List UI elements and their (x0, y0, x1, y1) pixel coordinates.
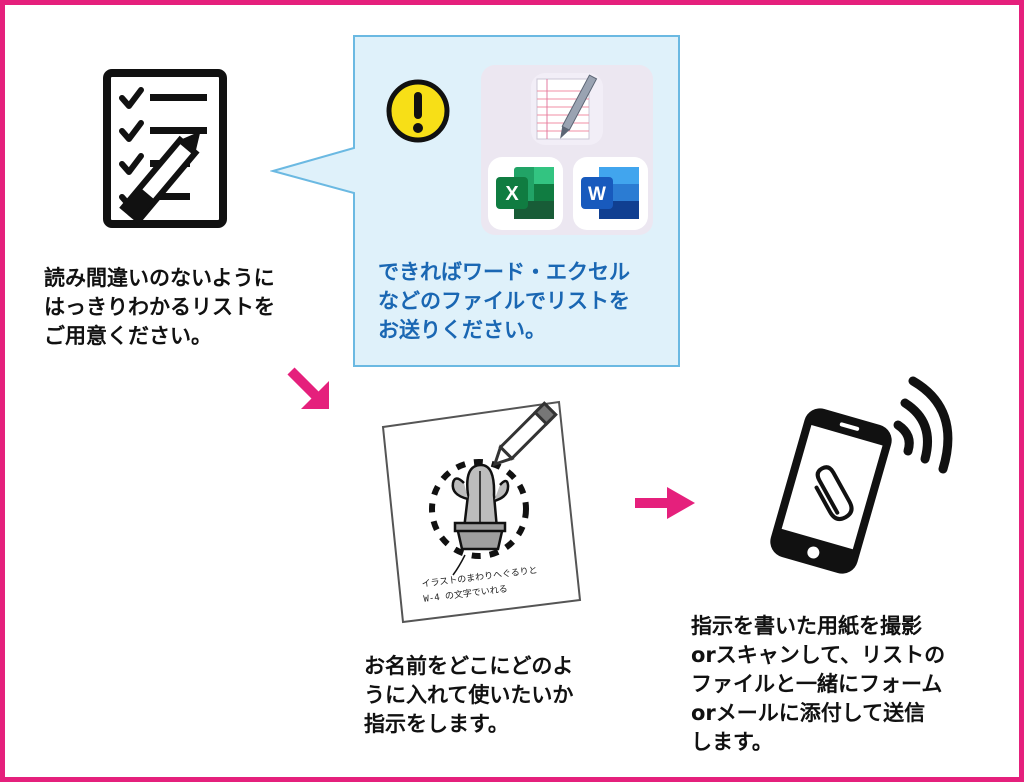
step2-line: 指示をします。 (364, 712, 509, 736)
step1-text: 読み間違いのないように はっきりわかるリストを ご用意ください。 (44, 264, 275, 351)
step3-line: ファイルと一緒にフォーム (691, 672, 943, 696)
callout-line: などのファイルでリストを (378, 289, 630, 313)
arrow-down-right-icon (287, 367, 329, 409)
checklist-with-pen-icon (103, 69, 227, 228)
smartphone-attachment-icon (770, 376, 953, 574)
instruction-sheet-icon (381, 400, 582, 624)
word-app-icon: W (573, 157, 648, 230)
excel-app-icon: X (488, 157, 563, 230)
exclamation-warning-icon (386, 79, 450, 143)
step3-line: 指示を書いた用紙を撮影 (691, 614, 922, 638)
callout-text: できればワード・エクセル などのファイルでリストを お送りください。 (378, 258, 630, 345)
step1-line: 読み間違いのないように (44, 266, 275, 290)
step3-line: します。 (691, 730, 773, 754)
step2-line: うに入れて使いたいか (364, 683, 574, 707)
word-letter: W (588, 184, 606, 205)
callout-line: できればワード・エクセル (378, 260, 630, 284)
excel-letter: X (505, 183, 519, 205)
step2-line: お名前をどこにどのよ (364, 654, 574, 678)
step3-line: orメールに添付して送信 (691, 701, 926, 725)
arrow-right-icon (635, 487, 695, 519)
step2-text: お名前をどこにどのよ うに入れて使いたいか 指示をします。 (364, 652, 573, 739)
step1-line: ご用意ください。 (44, 324, 212, 348)
notepad-app-icon (531, 73, 603, 145)
step3-text: 指示を書いた用紙を撮影 orスキャンして、リストの ファイルと一緒にフォーム o… (691, 612, 945, 757)
callout-line: お送りください。 (378, 318, 546, 342)
step1-line: はっきりわかるリストを (44, 295, 275, 319)
step3-line: orスキャンして、リストの (691, 643, 946, 667)
